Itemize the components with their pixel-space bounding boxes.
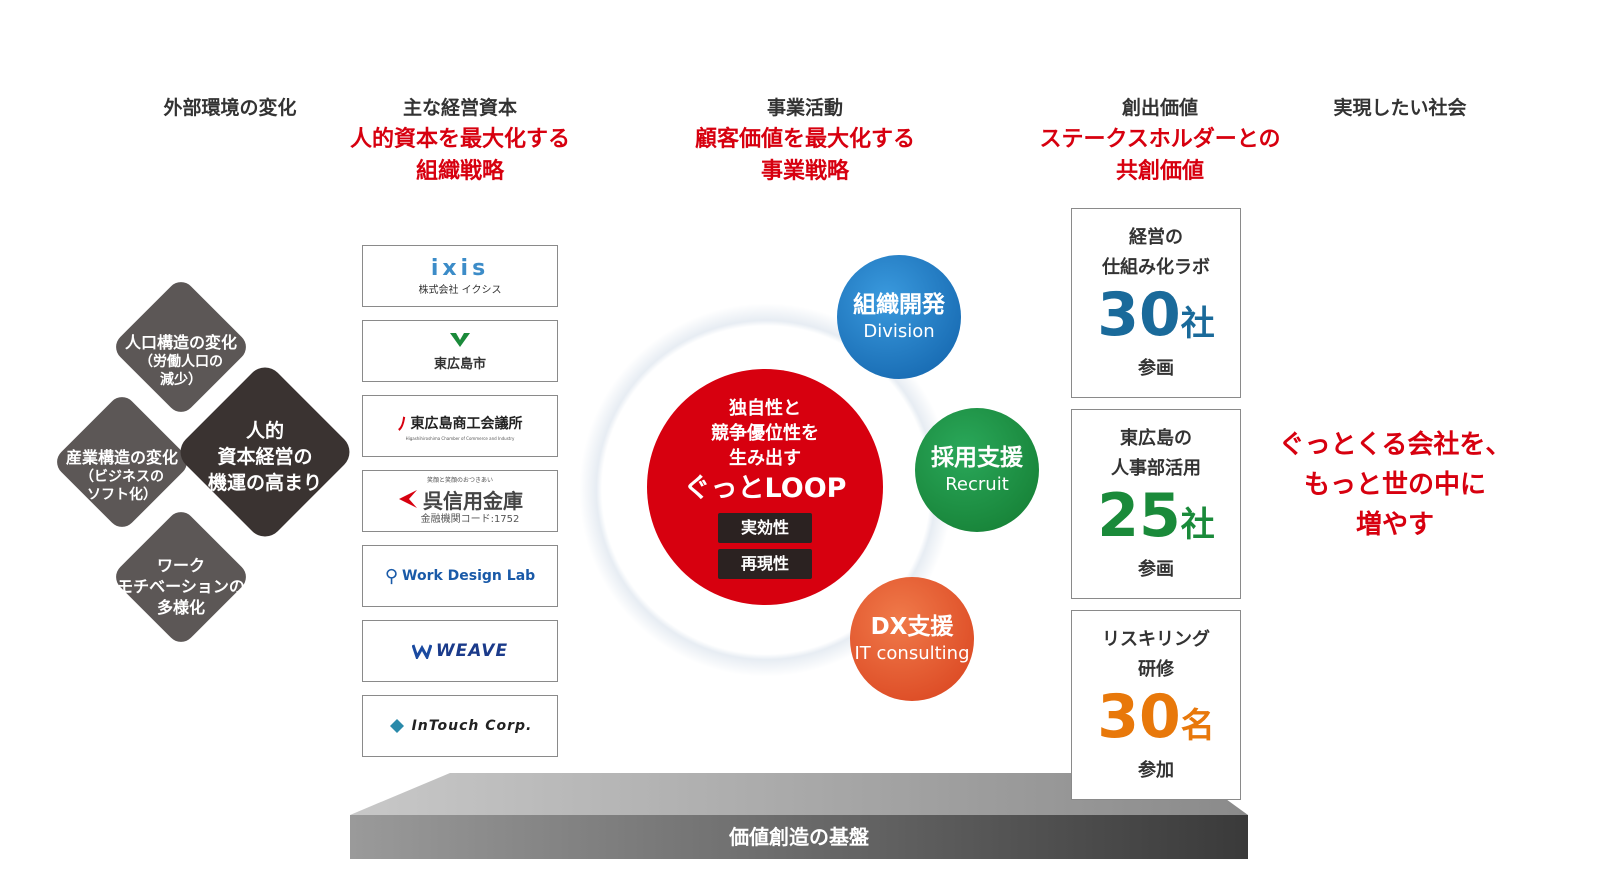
business-subheading-2: 事業戦略 (760, 159, 849, 184)
weave-emblem-icon (411, 644, 432, 659)
tag-reproducibility: 再現性 (718, 548, 812, 579)
loop-line-2: 競争優位性を (711, 422, 819, 444)
work-design-lab-icon: ⚲ (384, 565, 399, 587)
diamond-industry-label: 産業構造の変化 （ビジネスの ソフト化） (65, 448, 178, 503)
result-reskilling: リスキリング 研修 30名 参加 (1071, 610, 1241, 800)
logo-chamber-of-commerce: ﾉ 東広島商工会議所 Higashihiroshima Chamber of C… (362, 395, 558, 457)
result-management-lab: 経営の 仕組み化ラボ 30社 参画 (1071, 208, 1241, 398)
foundation-label: 価値創造の基盤 (729, 825, 869, 849)
society-message: ぐっとくる会社を、 もっと世の中に 増やす (1278, 430, 1512, 540)
chamber-emblem-icon: ﾉ (397, 414, 407, 435)
loop-line-3: 生み出す (729, 447, 801, 469)
loop-title: ぐっとLOOP (683, 472, 847, 504)
tag-effectiveness: 実効性 (718, 512, 812, 543)
loop-line-1: 独自性と (729, 397, 801, 419)
business-header: 事業活動 顧客価値を最大化する 事業戦略 (670, 92, 940, 188)
result-number: 30社 (1097, 280, 1215, 350)
logo-kure-shinkin: 笑顔と笑顔のおつきあい 呉信用金庫 金融機関コード:1752 (362, 470, 558, 532)
business-heading: 事業活動 (766, 97, 843, 119)
business-subheading-1: 顧客価値を最大化する (694, 127, 915, 152)
logo-ixis: ixis 株式会社 イクシス (362, 245, 558, 307)
logo-work-design-lab: ⚲ Work Design Lab (362, 545, 558, 607)
capital-heading: 主な経営資本 (402, 97, 517, 119)
recruit-circle: 採用支援 Recruit (915, 408, 1039, 532)
value-header: 創出価値 ステークスホルダーとの 共創価値 (1010, 92, 1310, 188)
society-heading: 実現したい社会 (1333, 97, 1467, 119)
city-emblem-icon (450, 332, 470, 347)
external-heading: 外部環境の変化 (163, 97, 297, 119)
dx-consulting-circle: DX支援 IT consulting (850, 577, 974, 701)
foundation-platform (350, 773, 1248, 859)
diamond-work-motivation-label: ワーク モチベーションの 多様化 (117, 556, 245, 617)
result-number: 25社 (1097, 481, 1215, 551)
capital-header: 主な経営資本 人的資本を最大化する 組織戦略 (330, 92, 590, 188)
capital-subheading-2: 組織戦略 (415, 159, 504, 184)
result-number: 30名 (1097, 682, 1215, 752)
gutto-loop-circle: 独自性と 競争優位性を 生み出す ぐっとLOOP 実効性 再現性 (647, 369, 883, 605)
value-heading: 創出価値 (1121, 97, 1198, 119)
logo-intouch: InTouch Corp. (362, 695, 558, 757)
diamond-human-capital-label: 人的 資本経営の 機運の高まり (207, 420, 322, 494)
capital-subheading-1: 人的資本を最大化する (349, 127, 570, 152)
value-subheading-1: ステークスホルダーとの (1039, 127, 1281, 152)
logo-higashihiroshima-city: 東広島市 (362, 320, 558, 382)
value-subheading-2: 共創価値 (1115, 159, 1204, 184)
intouch-emblem-icon (389, 719, 404, 733)
kure-shinkin-emblem-icon (399, 490, 417, 508)
diamond-population-label: 人口構造の変化 （労働人口の 減少） (124, 333, 237, 388)
result-hr-utilization: 東広島の 人事部活用 25社 参画 (1071, 409, 1241, 599)
logo-weave: WEAVE (362, 620, 558, 682)
division-circle: 組織開発 Division (837, 255, 961, 379)
